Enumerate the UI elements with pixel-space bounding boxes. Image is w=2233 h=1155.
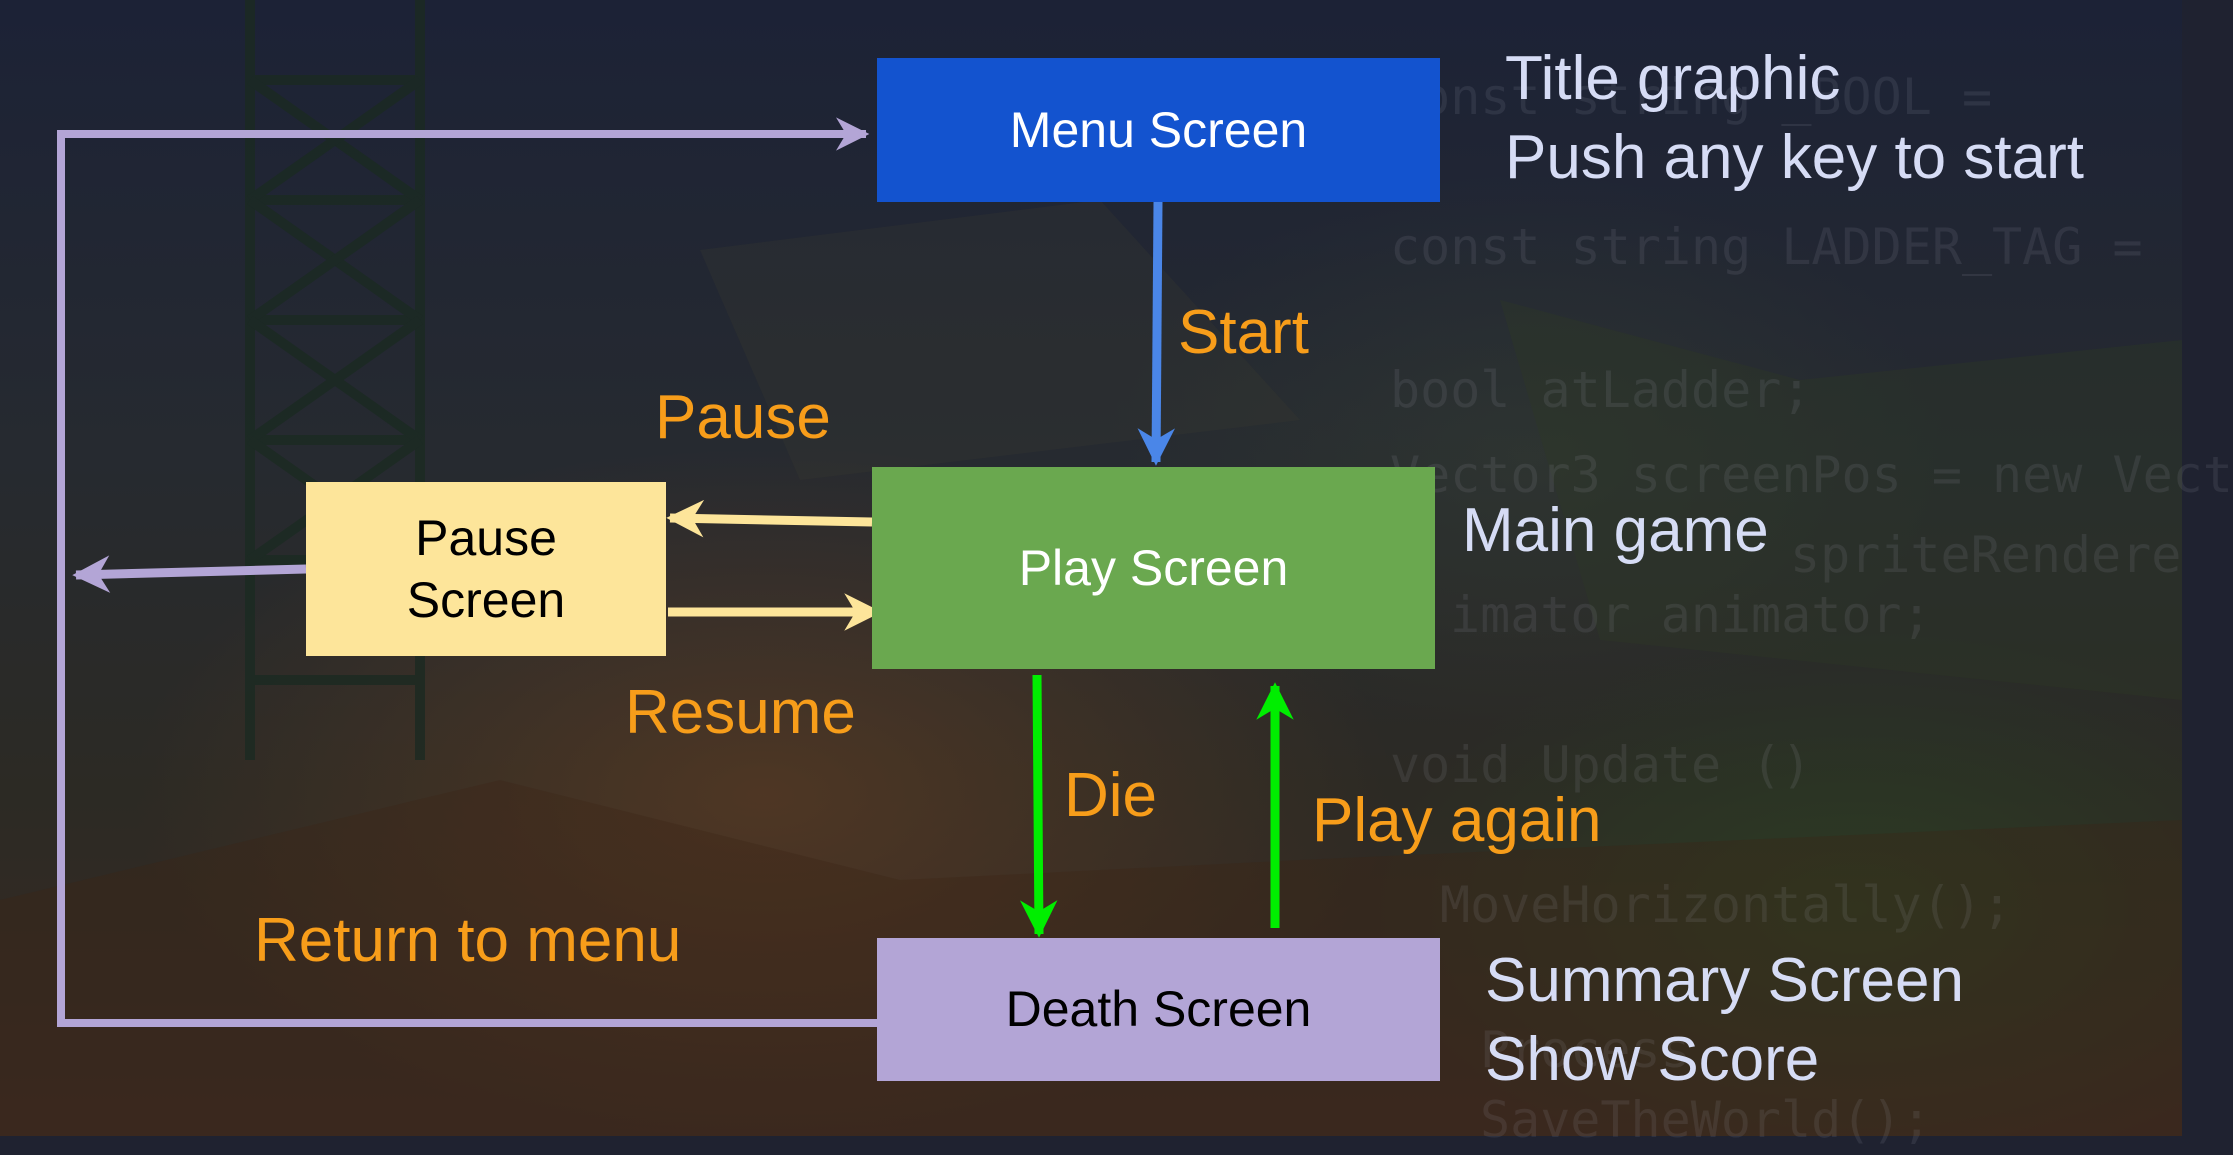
die-arrow: [1019, 674, 1058, 938]
death-note-line: Summary Screen: [1485, 946, 1964, 1015]
menu-screen-note: Title graphic Push any key to start: [1505, 40, 2084, 197]
pause-screen-box: Pause Screen: [306, 482, 666, 656]
start-arrow: [1137, 201, 1176, 466]
background-code-line: const string LADDER_TAG =: [1390, 218, 2143, 276]
transition-arrows: [57, 117, 1294, 1027]
background-code-line: Process: [1480, 1021, 1691, 1079]
start-label: Start: [1178, 298, 1309, 367]
scaffold-tower-icon: [245, 0, 425, 760]
return-to-menu-arrow: [57, 117, 877, 1027]
play-screen-box: Play Screen: [872, 467, 1435, 669]
background-code-line: imator animator;: [1450, 586, 1932, 644]
background-code-line: MoveHorizontally();: [1440, 876, 2012, 934]
background-code-line: Vector3 screenPos = new Vect: [1390, 446, 2233, 504]
pause-to-menu-connector: [72, 555, 307, 593]
resume-label: Resume: [625, 678, 856, 747]
menu-screen-label: Menu Screen: [1009, 101, 1308, 158]
play-again-label: Play again: [1312, 786, 1602, 855]
die-label: Die: [1064, 761, 1158, 830]
pause-label: Pause: [655, 383, 831, 452]
background-code-line: bool atLadder;: [1390, 361, 1812, 419]
background-code-line: void Update (): [1390, 736, 1812, 794]
death-note-line: Show Score: [1485, 1024, 1820, 1094]
pause-screen-label: Pause Screen: [406, 509, 566, 629]
menu-note-line: Push any key to start: [1505, 122, 2084, 192]
background-code-line: spriteRendere: [1790, 526, 2182, 584]
play-screen-note: Main game: [1462, 492, 1769, 571]
death-screen-note: Summary Screen Show Score: [1485, 942, 1964, 1099]
background-code-line: SaveTheWorld();: [1480, 1091, 1932, 1149]
death-screen-box: Death Screen: [877, 938, 1440, 1081]
pause-arrow: [666, 499, 873, 538]
menu-screen-box: Menu Screen: [877, 58, 1440, 202]
return-to-menu-label: Return to menu: [254, 906, 682, 975]
play-screen-label: Play Screen: [1018, 539, 1289, 596]
play-note-line: Main game: [1462, 496, 1769, 565]
menu-note-line: Title graphic: [1505, 44, 1841, 113]
death-screen-label: Death Screen: [1005, 981, 1312, 1038]
